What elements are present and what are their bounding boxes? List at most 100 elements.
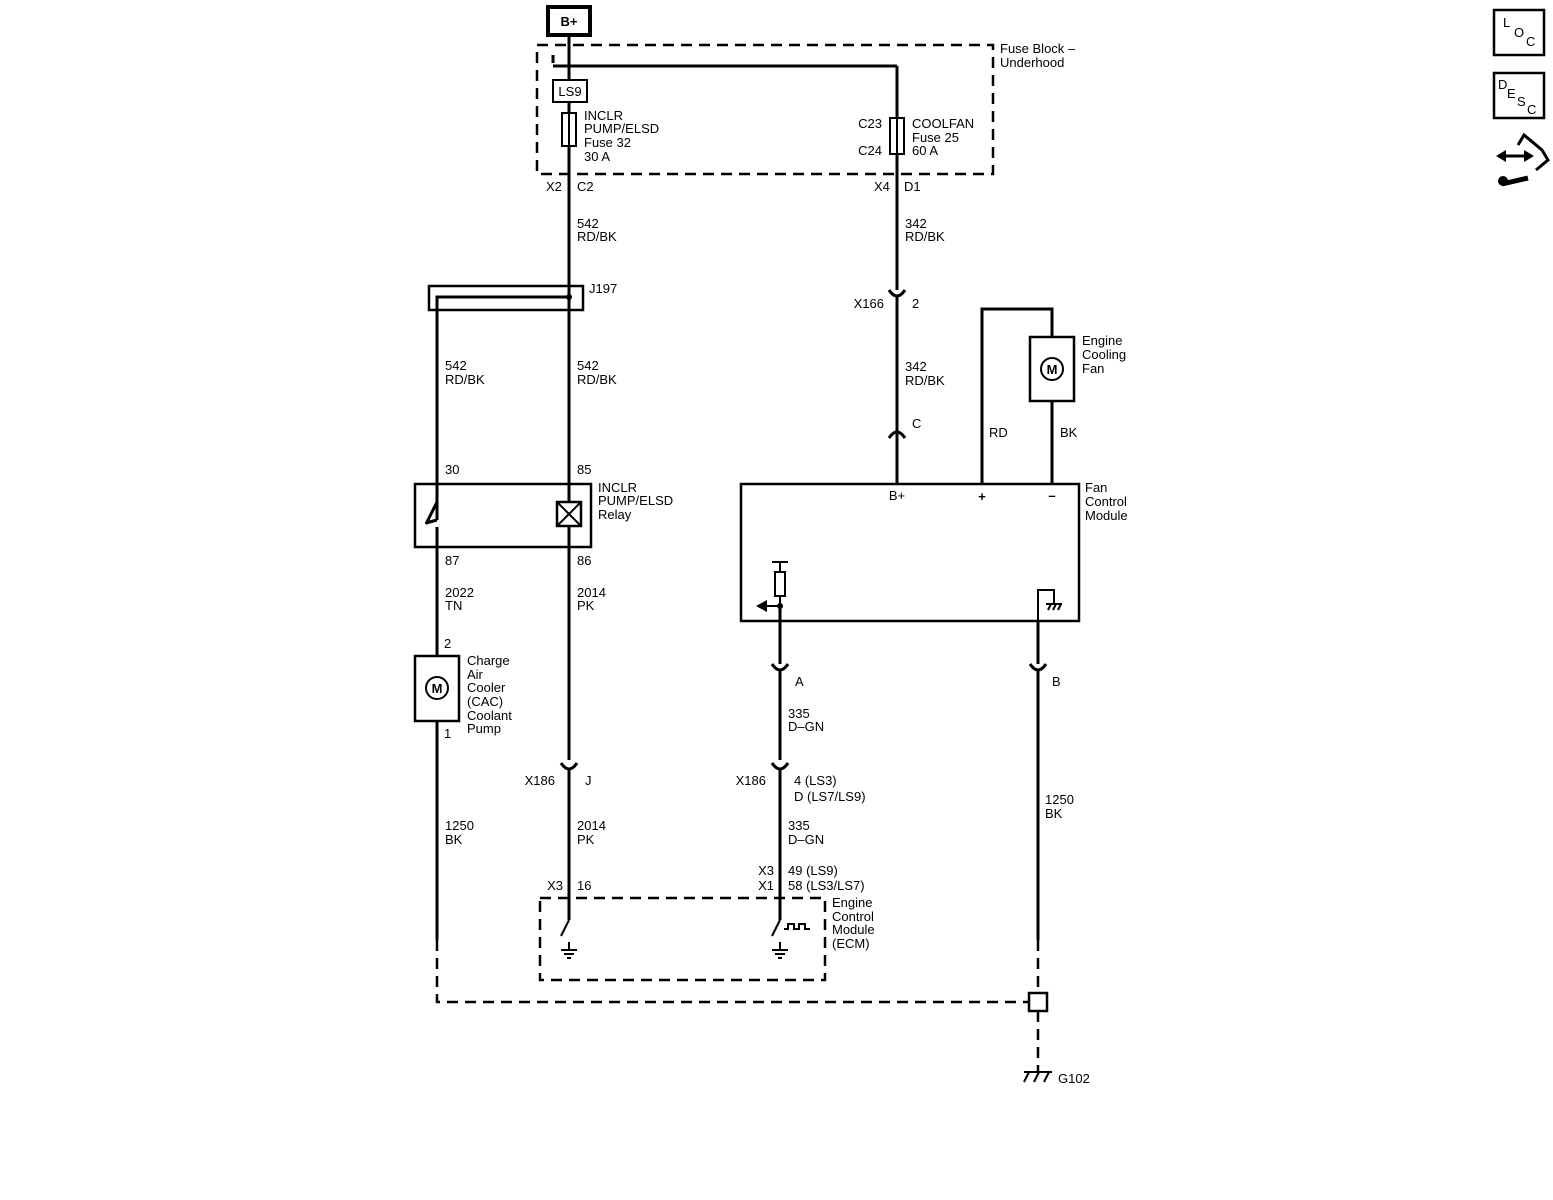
- relay-pin-86: 86: [577, 553, 591, 568]
- fcm-plus: +: [978, 489, 986, 504]
- x166-label: X166: [854, 296, 884, 311]
- fcm-bplus: B+: [889, 488, 905, 503]
- wire-542b-label: 542: [445, 358, 467, 373]
- ecm-x3b: X3: [758, 863, 774, 878]
- fcm-pin-a: A: [795, 674, 804, 689]
- fuse32-text-1: INCLR: [584, 108, 623, 123]
- wire-342b-color: RD/BK: [905, 373, 945, 388]
- wire-542c-label: 542: [577, 358, 599, 373]
- wire-2014b-label: 2014: [577, 818, 606, 833]
- fcm-pin-b: B: [1052, 674, 1061, 689]
- ground-splice: [1027, 991, 1049, 1013]
- ecm-x1: X1: [758, 878, 774, 893]
- fcm-name-1: Fan: [1085, 480, 1107, 495]
- wire-542b-color: RD/BK: [445, 372, 485, 387]
- wire-542c-color: RD/BK: [577, 372, 617, 387]
- wire-342-color: RD/BK: [905, 229, 945, 244]
- ecm-x3a: X3: [547, 878, 563, 893]
- splice-label: J197: [589, 281, 617, 296]
- engine-cooling-fan: M Engine Cooling Fan: [1028, 333, 1126, 403]
- relay-pin-87: 87: [445, 553, 459, 568]
- fuse32-pin: C2: [577, 179, 594, 194]
- wire-1250b-color: BK: [1045, 806, 1063, 821]
- wire-bk-label: BK: [1060, 425, 1078, 440]
- pump-pin-2: 2: [444, 636, 451, 651]
- fuse25-pin-bot: C24: [858, 143, 882, 158]
- desc-icon[interactable]: D E S C: [1492, 71, 1546, 120]
- wiring-nav-icon[interactable]: [1496, 132, 1550, 187]
- fan-name-2: Cooling: [1082, 347, 1126, 362]
- wire-342-label: 342: [905, 216, 927, 231]
- x186-mid-label: X186: [736, 773, 766, 788]
- battery-label: B+: [561, 14, 578, 29]
- loc-l: L: [1503, 15, 1510, 30]
- wire-1250b-label: 1250: [1045, 792, 1074, 807]
- wire-2014-color: PK: [577, 598, 595, 613]
- wire-335-color: D–GN: [788, 719, 824, 734]
- wire-335-label: 335: [788, 706, 810, 721]
- fan-name-3: Fan: [1082, 361, 1104, 376]
- fuse-block-name: Fuse Block –: [1000, 41, 1076, 56]
- pump-name-4: (CAC): [467, 694, 503, 709]
- fan-motor-symbol: M: [1047, 362, 1058, 377]
- ground-label: G102: [1058, 1071, 1090, 1086]
- ecm-pin-49: 49 (LS9): [788, 863, 838, 878]
- wire-542-color: RD/BK: [577, 229, 617, 244]
- x186-pin-ls79: D (LS7/LS9): [794, 789, 866, 804]
- inclr-pump-relay: 30 85 87 86 INCLR PUMP/ELSD Relay: [413, 462, 673, 568]
- fan-control-module: B+ + – Fan Control Module: [739, 480, 1128, 623]
- desc-c: C: [1527, 102, 1536, 117]
- ls9-option-box: LS9: [552, 79, 588, 103]
- fuse32-text-4: 30 A: [584, 149, 610, 164]
- pump-name-5: Coolant: [467, 708, 512, 723]
- fcm-minus: –: [1048, 488, 1055, 503]
- x186-left-label: X186: [525, 773, 555, 788]
- wire-2014-label: 2014: [577, 585, 606, 600]
- ecm-pin-58: 58 (LS3/LS7): [788, 878, 865, 893]
- fuse25-text-3: 60 A: [912, 143, 938, 158]
- ecm-name-1: Engine: [832, 895, 872, 910]
- pump-name-1: Charge: [467, 653, 510, 668]
- relay-name-3: Relay: [598, 507, 632, 522]
- pump-pin-1: 1: [444, 726, 451, 741]
- x186-pin-j: J: [585, 773, 592, 788]
- ecm-pin-16: 16: [577, 878, 591, 893]
- wire-1250-color: BK: [445, 832, 463, 847]
- fcm-name-2: Control: [1085, 494, 1127, 509]
- ground-g102: G102: [1023, 1071, 1090, 1086]
- relay-pin-30: 30: [445, 462, 459, 477]
- pump-name-6: Pump: [467, 721, 501, 736]
- pump-name-2: Air: [467, 667, 484, 682]
- x166-pin: 2: [912, 296, 919, 311]
- wire-1250-label: 1250: [445, 818, 474, 833]
- desc-e: E: [1507, 86, 1516, 101]
- connector-x186: X186 J X186 4 (LS3) D (LS7/LS9): [525, 762, 866, 804]
- pump-name-3: Cooler: [467, 680, 506, 695]
- fuse-32: INCLR PUMP/ELSD Fuse 32 30 A: [561, 108, 659, 164]
- desc-d: D: [1498, 77, 1507, 92]
- fuse25-pin: D1: [904, 179, 921, 194]
- fuse25-pin-top: C23: [858, 116, 882, 131]
- fuse25-text-1: COOLFAN: [912, 116, 974, 131]
- relay-name-1: INCLR: [598, 480, 637, 495]
- loc-icon[interactable]: L O C: [1492, 8, 1546, 57]
- ecm-name-2: Control: [832, 909, 874, 924]
- desc-s: S: [1517, 94, 1526, 109]
- relay-name-2: PUMP/ELSD: [598, 493, 673, 508]
- cac-coolant-pump: M 2 1 Charge Air Cooler (CAC) Coolant Pu…: [413, 636, 512, 741]
- x166-pin-c: C: [912, 416, 921, 431]
- fuse-25: C23 C24 COOLFAN Fuse 25 60 A: [858, 116, 974, 158]
- fuse32-text-3: Fuse 32: [584, 135, 631, 150]
- fuse32-text-2: PUMP/ELSD: [584, 121, 659, 136]
- fan-name-1: Engine: [1082, 333, 1122, 348]
- ecm-name-3: Module: [832, 922, 875, 937]
- fuse-block-underhood: Fuse Block – Underhood: [535, 41, 1076, 176]
- wire-542-label: 542: [577, 216, 599, 231]
- ecm-name-4: (ECM): [832, 936, 870, 951]
- wire-342b-label: 342: [905, 359, 927, 374]
- wire-2022-color: TN: [445, 598, 462, 613]
- wire-335b-color: D–GN: [788, 832, 824, 847]
- fuse32-connector: X2: [546, 179, 562, 194]
- x186-pin-ls3: 4 (LS3): [794, 773, 837, 788]
